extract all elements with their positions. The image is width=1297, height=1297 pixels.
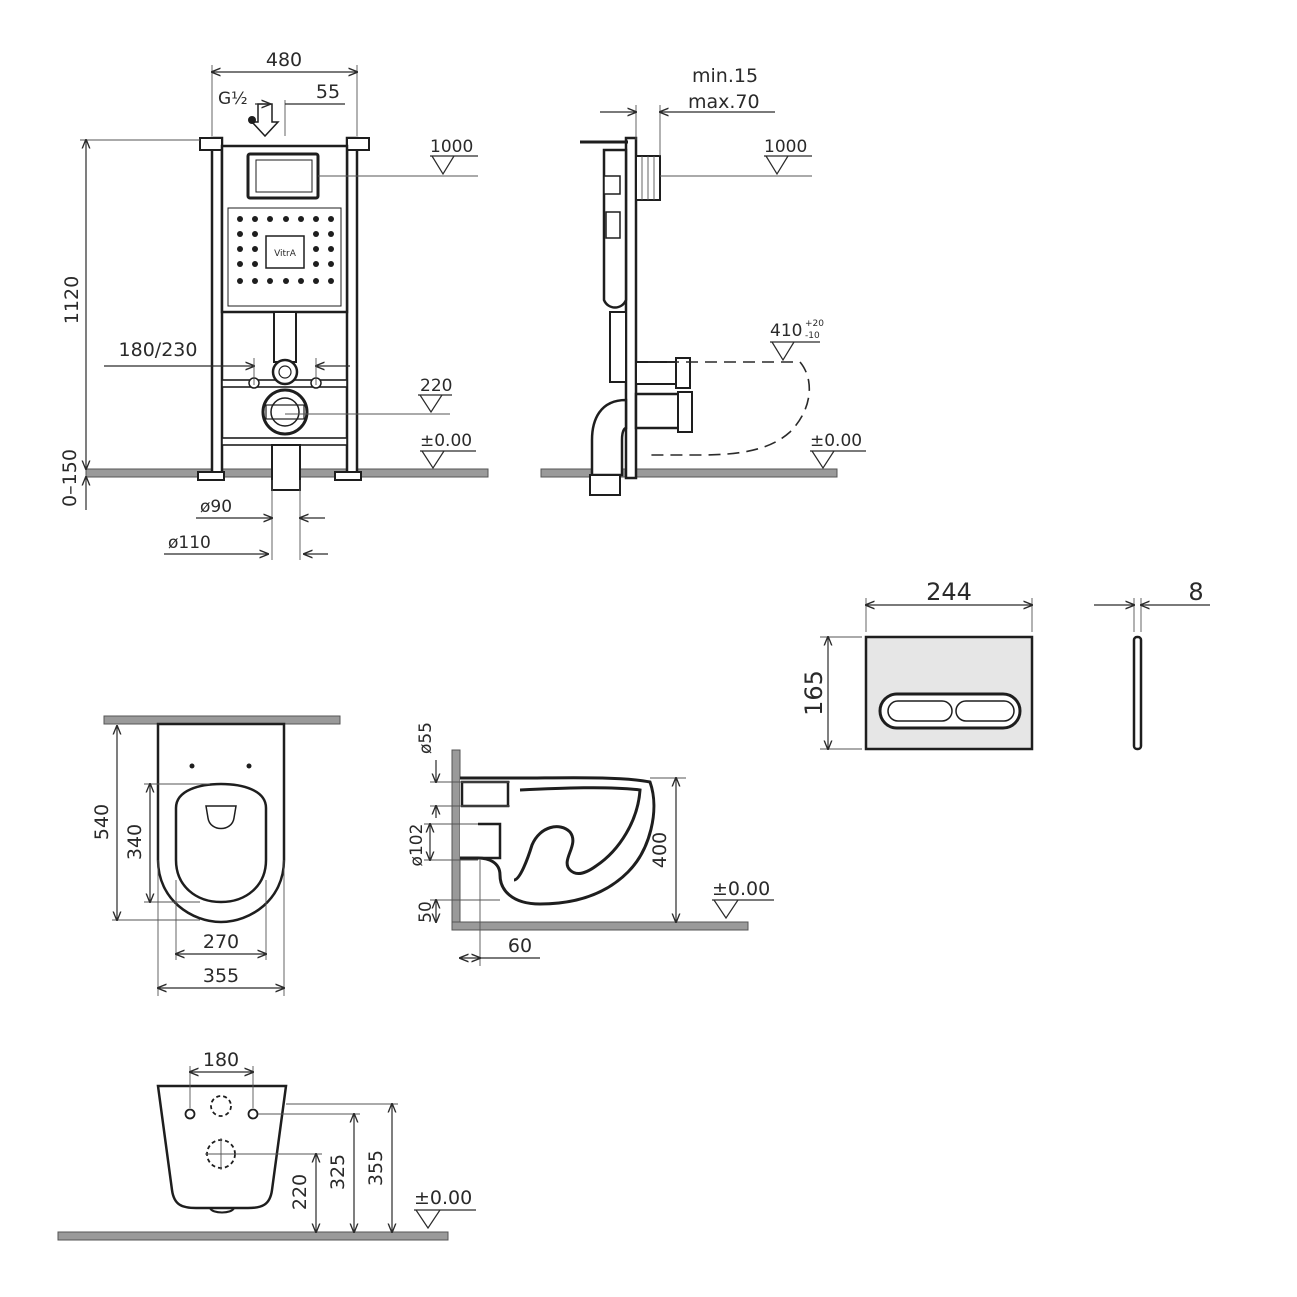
drain-pipe [271, 444, 301, 491]
floor-line-side [540, 468, 838, 478]
dim-pipe-large: ø110 [168, 533, 211, 553]
level-seat-tol-bottom: -10 [805, 331, 820, 341]
dim-bowl-width: 355 [203, 965, 239, 987]
cistern-rivets [237, 216, 334, 284]
bowl-back-view: 180 220 325 355 ±0.00 [57, 1049, 476, 1241]
toilet-seat [174, 782, 268, 904]
frame-bracket-right [346, 137, 370, 151]
bowl-side-view: ø55 ø102 400 50 60 ±0.00 [407, 722, 774, 966]
dim-outlet-offset: 60 [508, 935, 532, 957]
dim-inlet-dia: ø55 [416, 722, 436, 754]
frame-front-view: VitrA 480 G½ 55 1120 0–150 [59, 49, 489, 560]
dim-back-h3: 355 [365, 1150, 387, 1186]
dim-seat-length: 340 [124, 824, 146, 860]
dim-pipe-small: ø90 [200, 497, 232, 517]
brand-logo: VitrA [274, 249, 297, 259]
flush-plate-view: 244 165 8 [800, 578, 1210, 751]
inlet-spud [460, 780, 510, 808]
frame-foot-left [197, 471, 225, 481]
dim-outlet-dia: ø102 [407, 824, 427, 867]
level-floor-back: ±0.00 [414, 1187, 472, 1209]
dim-bowl-height: 400 [649, 832, 671, 868]
level-seat-tol-top: +20 [805, 319, 824, 329]
dim-frame-width: 480 [266, 49, 302, 71]
level-seat-height: 410 [770, 321, 802, 341]
bowl-top-view: 540 340 270 355 [91, 715, 341, 996]
dim-bolt-spacing: 180/230 [119, 339, 198, 361]
fixing-hole-left [184, 1108, 196, 1120]
frame-bracket-left [199, 137, 223, 151]
frame-upright-right [345, 136, 359, 480]
wall-line-side [451, 749, 461, 931]
dim-back-h1: 220 [289, 1174, 311, 1210]
flush-button-small [887, 700, 953, 722]
level-floor-front: ±0.00 [420, 431, 472, 451]
level-cistern-side: 1000 [764, 137, 807, 157]
dim-plate-width: 244 [926, 578, 972, 606]
dim-back-h2: 325 [327, 1154, 349, 1190]
bowl-inner [513, 786, 642, 882]
inlet-thread-label: G½ [218, 89, 248, 109]
water-inlet-icon [250, 103, 280, 138]
inlet-hole [210, 1095, 232, 1117]
bowl-outline-dashed [648, 361, 811, 456]
dim-plate-thickness: 8 [1188, 578, 1203, 606]
level-outlet: 220 [420, 376, 452, 396]
dim-back-spacing: 180 [203, 1049, 239, 1071]
level-cistern: 1000 [430, 137, 473, 157]
flush-opening [246, 152, 320, 200]
dim-plate-height: 165 [800, 670, 828, 716]
dim-wall-min: min.15 [692, 65, 758, 87]
level-floor-side: ±0.00 [810, 431, 862, 451]
flush-plate-profile [1132, 635, 1143, 751]
level-floor-bowl: ±0.00 [712, 878, 770, 900]
floor-line-back [57, 1231, 449, 1241]
dim-seat-width: 270 [203, 931, 239, 953]
bowl-opening [205, 805, 237, 830]
frame-profile [624, 136, 638, 480]
frame-foot-right [334, 471, 362, 481]
dim-height-adjust: 0–150 [59, 449, 81, 507]
dim-wall-max: max.70 [688, 91, 760, 113]
drain-bend [590, 398, 628, 477]
bowl-back-outline [156, 1084, 288, 1210]
waste-outlet [261, 388, 309, 436]
dim-frame-height: 1120 [61, 276, 83, 324]
floor-line-bowl [451, 921, 749, 931]
flush-button-large [955, 700, 1015, 722]
fixing-hole-right [247, 1108, 259, 1120]
dim-inlet-offset: 55 [316, 81, 340, 103]
dim-bottom-gap: 50 [416, 901, 436, 923]
frame-upright-left [210, 136, 224, 480]
dim-bowl-length: 540 [91, 804, 113, 840]
bowl-profile [460, 776, 656, 906]
frame-side-view: min.15 max.70 1000 410 +20 -10 ±0.00 [540, 65, 866, 496]
